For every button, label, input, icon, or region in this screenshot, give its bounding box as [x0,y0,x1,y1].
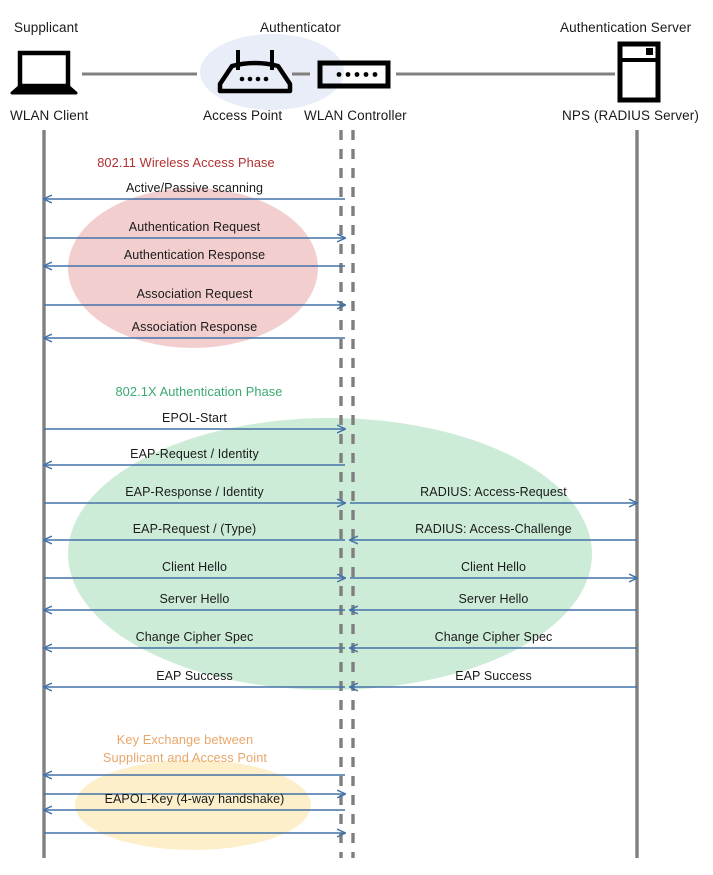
phase-ellipse-key-exchange [75,760,311,850]
phase-label-line-1: Key Exchange between [116,732,254,747]
label-msg-eap-request-type: EAP-Request / (Type) [132,522,257,536]
label-msg-server-hello-right: Server Hello [458,592,529,606]
node-label-wlan-client: WLAN Client [10,108,89,123]
label-msg-radius-access-challenge: RADIUS: Access-Challenge [415,522,572,536]
node-label-wlan-controller: WLAN Controller [304,108,407,123]
label-msg-authentication-request: Authentication Request [128,220,261,234]
label-msg-eap-success-right: EAP Success [455,669,532,683]
role-label-authentication-server: Authentication Server [560,20,692,35]
label-msg-radius-access-request: RADIUS: Access-Request [420,485,567,499]
label-msg-change-cipher-spec-right: Change Cipher Spec [434,630,553,644]
phase-label-line-2: Supplicant and Access Point [102,750,268,766]
label-msg-eapol-start: EPOL-Start [162,411,227,425]
wlan-controller-icon [317,60,391,89]
label-msg-eap-response-identity: EAP-Response / Identity [125,485,264,499]
label-msg-change-cipher-spec-left: Change Cipher Spec [135,630,254,644]
phase-label-wireless-access-phase: 802.11 Wireless Access Phase [97,155,275,170]
access-point-icon [217,50,293,94]
label-msg-eapol-key-handshake: EAPOL-Key (4-way handshake) [104,792,285,806]
server-icon [617,41,661,103]
label-msg-association-response: Association Response [131,320,258,334]
label-msg-eap-success-left: EAP Success [156,669,233,683]
label-msg-authentication-response: Authentication Response [123,248,266,262]
node-label-access-point: Access Point [203,108,283,123]
label-msg-eap-request-identity: EAP-Request / Identity [130,447,259,461]
label-msg-active-passive-scanning: Active/Passive scanning [125,181,264,195]
phase-ellipse-dot1x [68,418,592,690]
label-msg-client-hello-right: Client Hello [460,560,527,574]
phase-label-dot1x-authentication-phase: 802.1X Authentication Phase [115,384,283,399]
label-msg-server-hello-left: Server Hello [159,592,230,606]
role-label-authenticator: Authenticator [260,20,341,35]
label-msg-client-hello-left: Client Hello [161,560,228,574]
laptop-icon [10,50,78,95]
label-msg-association-request: Association Request [136,287,253,301]
phase-ellipse-wireless-access [68,188,318,348]
role-label-supplicant: Supplicant [14,20,79,35]
node-label-nps-radius-server: NPS (RADIUS Server) [562,108,699,123]
